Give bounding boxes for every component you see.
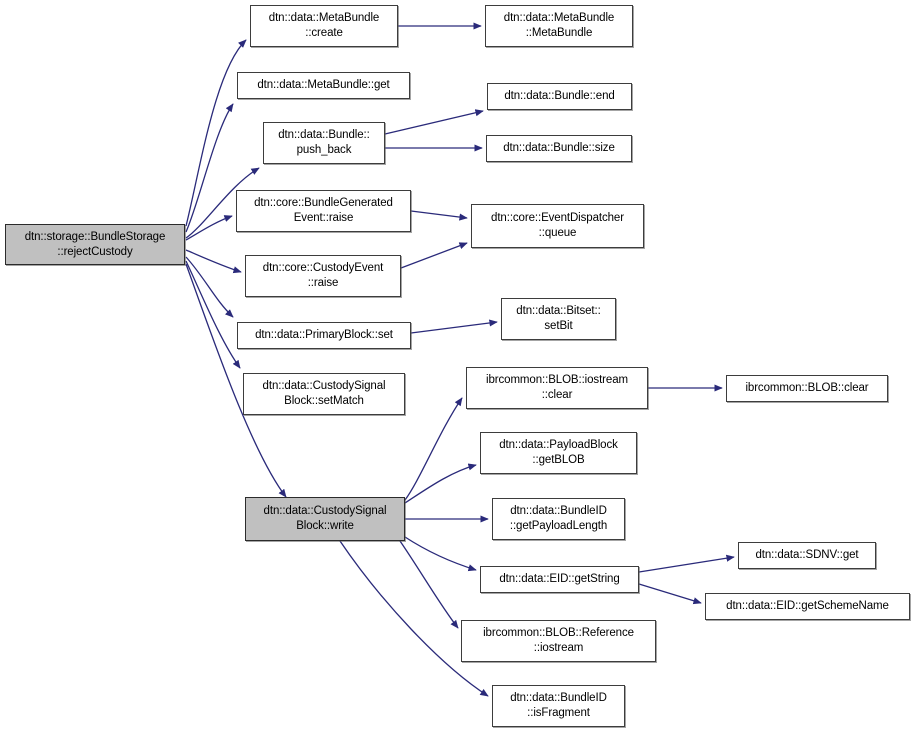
graph-node-bundle_push_back[interactable]: dtn::data::Bundle:: push_back (263, 122, 385, 164)
graph-node-bundleid_getpayloadlength[interactable]: dtn::data::BundleID ::getPayloadLength (492, 498, 625, 540)
call-edge (638, 554, 735, 573)
graph-node-blob_reference_iostream[interactable]: ibrcommon::BLOB::Reference ::iostream (461, 620, 656, 662)
call-edge (185, 215, 233, 241)
graph-node-blob_clear[interactable]: ibrcommon::BLOB::clear (726, 375, 888, 402)
graph-node-eid_getstring[interactable]: dtn::data::EID::getString (480, 566, 639, 593)
call-edge (185, 103, 234, 233)
graph-node-blob_iostream_clear[interactable]: ibrcommon::BLOB::iostream ::clear (466, 367, 648, 409)
call-edge (339, 540, 489, 697)
graph-node-primaryblock_set[interactable]: dtn::data::PrimaryBlock::set (237, 322, 411, 349)
graph-node-eid_getschemename[interactable]: dtn::data::EID::getSchemeName (705, 593, 910, 620)
graph-node-bundleid_isfragment[interactable]: dtn::data::BundleID ::isFragment (492, 685, 625, 727)
graph-node-payloadblock_getblob[interactable]: dtn::data::PayloadBlock ::getBLOB (480, 432, 637, 474)
call-edge (404, 536, 477, 572)
graph-node-bundle_size[interactable]: dtn::data::Bundle::size (486, 135, 632, 162)
call-edge (185, 260, 241, 369)
call-edge (638, 583, 702, 605)
call-edge (384, 109, 484, 135)
graph-node-bitset_setbit[interactable]: dtn::data::Bitset:: setBit (501, 298, 616, 340)
graph-node-eventdispatcher_queue[interactable]: dtn::core::EventDispatcher ::queue (471, 204, 644, 248)
call-edge (404, 397, 463, 501)
graph-node-custodyevent_raise[interactable]: dtn::core::CustodyEvent ::raise (245, 255, 401, 297)
call-edge (410, 319, 498, 334)
graph-node-metabundle_metabundle[interactable]: dtn::data::MetaBundle ::MetaBundle (485, 5, 633, 47)
graph-node-metabundle_create[interactable]: dtn::data::MetaBundle ::create (250, 5, 398, 47)
graph-node-root[interactable]: dtn::storage::BundleStorage ::rejectCust… (5, 224, 185, 265)
graph-node-custodysignalblock_setmatch[interactable]: dtn::data::CustodySignal Block::setMatch (243, 373, 405, 415)
call-edge (410, 210, 468, 221)
graph-node-bundle_end[interactable]: dtn::data::Bundle::end (487, 83, 632, 110)
call-edge (404, 463, 477, 504)
graph-node-bundlegeneratedevent_raise[interactable]: dtn::core::BundleGenerated Event::raise (236, 190, 411, 232)
call-edge (399, 540, 459, 629)
graph-node-metabundle_get[interactable]: dtn::data::MetaBundle::get (237, 72, 410, 99)
call-edge (185, 249, 242, 274)
graph-node-sdnv_get[interactable]: dtn::data::SDNV::get (738, 542, 876, 569)
call-edge (400, 242, 468, 269)
graph-node-custodysignalblock_write[interactable]: dtn::data::CustodySignal Block::write (245, 497, 405, 541)
call-edge (185, 256, 234, 318)
